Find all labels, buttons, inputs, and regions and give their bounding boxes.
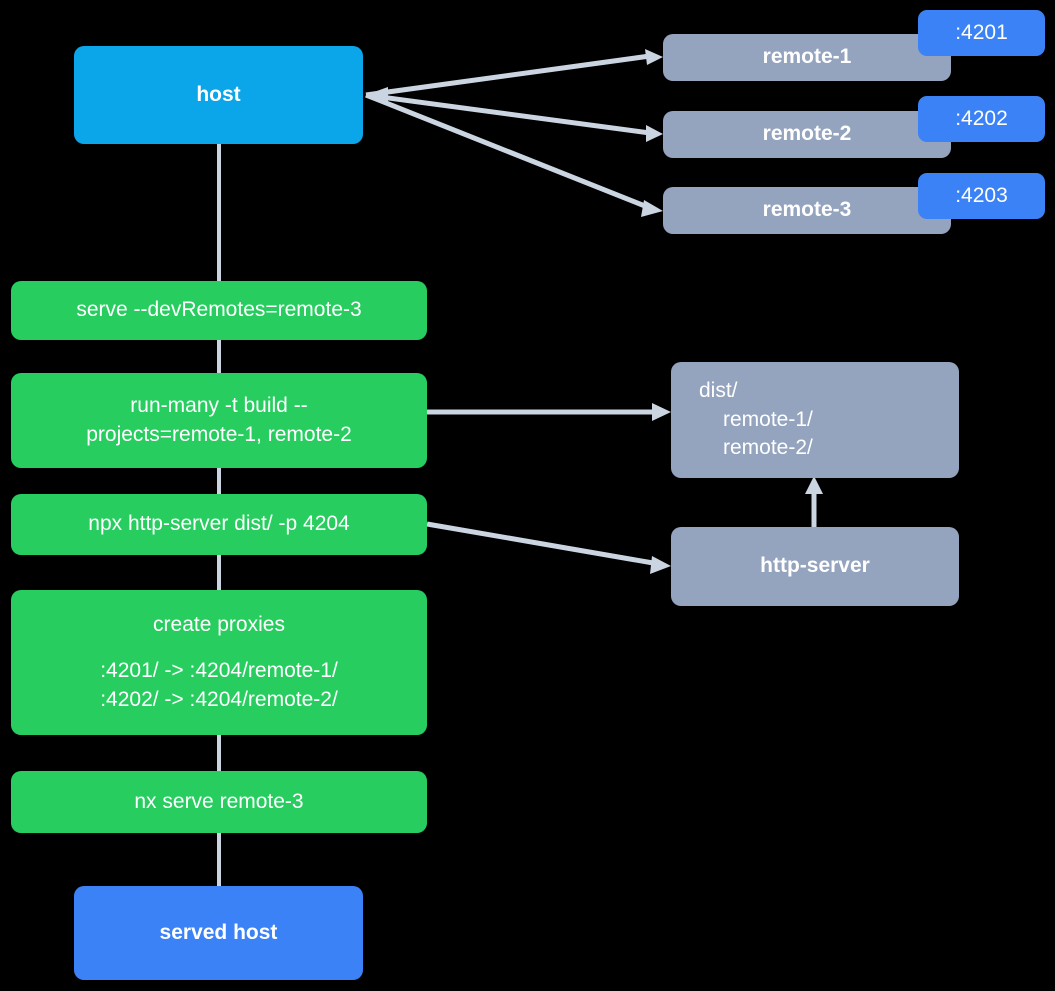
- node-command-create-proxies[interactable]: create proxies :4201/ -> :4204/remote-1/…: [11, 590, 427, 735]
- node-remote-2-label: remote-2: [762, 122, 852, 146]
- node-host-label: host: [196, 82, 241, 106]
- node-command-npx-http-server[interactable]: npx http-server dist/ -p 4204: [11, 494, 427, 555]
- proxy-mapping-1: :4201/ -> :4204/remote-1/: [100, 659, 338, 683]
- arrowhead-dist: [652, 403, 671, 421]
- edge-host-to-remote-1: [365, 53, 651, 98]
- proxy-mapping-list: :4201/ -> :4204/remote-1/ :4202/ -> :420…: [100, 657, 338, 714]
- port-badge-remote-1-label: :4201: [955, 20, 1008, 44]
- node-command-nx-serve-remote-3[interactable]: nx serve remote-3: [11, 771, 427, 833]
- arrowhead-host-inbound: [366, 87, 388, 103]
- node-remote-1[interactable]: remote-1: [663, 34, 951, 81]
- arrowhead-dist-from-http-server: [805, 476, 823, 494]
- edge-host-to-remote-3: [365, 92, 651, 211]
- node-command-nx-serve-remote-3-label: nx serve remote-3: [134, 789, 304, 813]
- node-command-serve-devremotes[interactable]: serve --devRemotes=remote-3: [11, 281, 427, 340]
- port-badge-remote-2[interactable]: :4202: [918, 96, 1045, 142]
- node-command-run-many-label-line1: run-many -t build --: [130, 394, 308, 418]
- node-command-run-many-label-line2: projects=remote-1, remote-2: [86, 422, 352, 446]
- arrowhead-remote-1: [645, 49, 663, 65]
- arrowhead-http-server: [650, 556, 671, 574]
- node-host[interactable]: host: [74, 46, 363, 144]
- arrowhead-remote-3: [641, 200, 663, 217]
- node-remote-3[interactable]: remote-3: [663, 187, 951, 234]
- port-badge-remote-3-label: :4203: [955, 183, 1008, 207]
- arrowhead-remote-2: [646, 125, 663, 142]
- node-command-create-proxies-label: create proxies: [153, 612, 285, 636]
- node-dist-line-1: dist/: [699, 379, 738, 403]
- edge-npx-to-http-server: [426, 521, 660, 567]
- node-remote-2[interactable]: remote-2: [663, 111, 951, 158]
- node-served-host[interactable]: served host: [74, 886, 363, 980]
- proxy-mapping-2: :4202/ -> :4204/remote-2/: [100, 687, 338, 711]
- port-badge-remote-1[interactable]: :4201: [918, 10, 1045, 56]
- node-served-host-label: served host: [159, 920, 278, 944]
- node-command-npx-http-server-label: npx http-server dist/ -p 4204: [88, 512, 350, 536]
- node-http-server-label: http-server: [760, 554, 870, 578]
- port-badge-remote-2-label: :4202: [955, 106, 1008, 130]
- edge-host-to-remote-2: [365, 92, 651, 136]
- node-dist-line-2: remote-1/: [723, 407, 813, 431]
- node-command-serve-devremotes-label: serve --devRemotes=remote-3: [76, 298, 362, 322]
- port-badge-remote-3[interactable]: :4203: [918, 173, 1045, 219]
- node-remote-3-label: remote-3: [762, 198, 852, 222]
- node-http-server[interactable]: http-server: [671, 527, 959, 606]
- node-dist[interactable]: dist/ remote-1/ remote-2/: [671, 362, 959, 478]
- node-command-run-many[interactable]: run-many -t build -- projects=remote-1, …: [11, 373, 427, 468]
- node-remote-1-label: remote-1: [762, 45, 852, 69]
- node-dist-line-3: remote-2/: [723, 436, 813, 460]
